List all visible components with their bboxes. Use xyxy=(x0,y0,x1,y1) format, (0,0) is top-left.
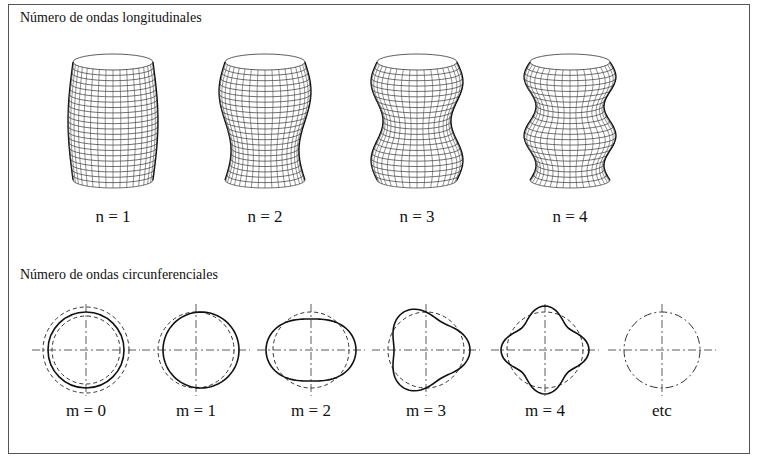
grid-line xyxy=(562,70,564,188)
center-line xyxy=(311,304,312,396)
grid-line xyxy=(230,67,239,185)
grid-line xyxy=(91,69,94,187)
grid-line xyxy=(113,70,114,188)
cylinder-top xyxy=(73,54,153,70)
cylinder-top xyxy=(377,54,457,70)
reference-circle xyxy=(52,316,120,384)
grid-line xyxy=(439,68,447,186)
mode-label: m = 2 xyxy=(291,402,331,421)
grid-line xyxy=(547,69,553,187)
ring-mode xyxy=(257,304,365,396)
mode-label: etc xyxy=(652,402,672,421)
grid-line xyxy=(105,70,107,188)
ring-modes xyxy=(32,304,716,396)
grid-line xyxy=(148,66,152,184)
center-line xyxy=(426,304,427,396)
grid-line xyxy=(277,70,281,188)
grid-line xyxy=(144,67,148,185)
deformed-ring xyxy=(48,312,124,388)
grid-line xyxy=(127,70,129,188)
frame xyxy=(9,5,750,454)
ring-mode xyxy=(142,304,250,396)
grid-line xyxy=(582,70,586,188)
grid-line xyxy=(139,68,142,186)
grid-line xyxy=(382,67,391,185)
grid-line xyxy=(603,63,615,181)
grid-line xyxy=(377,66,387,184)
ring-mode xyxy=(491,304,599,396)
grid-line xyxy=(222,65,233,183)
deformed-ring xyxy=(501,306,589,394)
cylinder-top xyxy=(225,54,305,70)
grid-line xyxy=(297,65,308,183)
cylinder-outline xyxy=(451,62,463,180)
grid-line xyxy=(570,70,571,188)
cylinder-mode xyxy=(68,54,158,188)
section-heading: Número de ondas longitudinales xyxy=(20,10,202,25)
reference-circle xyxy=(507,312,583,388)
cylinder-mode xyxy=(371,54,463,188)
deformed-ring xyxy=(163,312,239,388)
center-line xyxy=(196,304,197,396)
grid-line xyxy=(374,65,385,183)
grid-line xyxy=(423,70,425,188)
grid-line xyxy=(242,69,248,187)
mode-label: m = 4 xyxy=(525,402,565,421)
center-line xyxy=(545,304,546,396)
grid-line xyxy=(79,67,83,185)
mode-label: m = 1 xyxy=(176,402,216,421)
center-line xyxy=(662,304,663,396)
grid-line xyxy=(71,65,76,183)
grid-line xyxy=(271,70,273,188)
ring-mode xyxy=(32,304,140,396)
reference-circle xyxy=(158,312,234,388)
reference-circle xyxy=(624,312,700,388)
mode-label: n = 4 xyxy=(552,208,587,227)
grid-line xyxy=(133,69,136,187)
grid-line xyxy=(287,68,295,186)
grid-line xyxy=(84,68,87,186)
cylinder-outline xyxy=(604,62,616,180)
reference-circle xyxy=(43,307,129,393)
cylinder-outline xyxy=(299,62,311,180)
mode-label: n = 2 xyxy=(247,208,282,227)
grid-line xyxy=(257,70,259,188)
grid-line xyxy=(74,66,78,184)
cylinder-top xyxy=(530,54,610,70)
reference-circle xyxy=(388,312,464,388)
grid-line xyxy=(409,70,411,188)
grid-line xyxy=(119,70,121,188)
grid-line xyxy=(394,69,400,187)
mode-label: n = 1 xyxy=(95,208,130,227)
deformed-ring xyxy=(266,319,356,381)
mode-label: n = 3 xyxy=(399,208,434,227)
grid-line xyxy=(530,66,540,184)
cylinder-mode xyxy=(219,54,311,188)
grid-line xyxy=(535,67,544,185)
ring-mode xyxy=(608,304,716,396)
grid-line xyxy=(450,63,462,181)
grid-line xyxy=(282,69,288,187)
grid-line xyxy=(592,68,600,186)
mode-label: m = 3 xyxy=(406,402,446,421)
cylinder-modes xyxy=(68,54,616,188)
cylinder-mode xyxy=(524,54,616,188)
grid-line xyxy=(265,70,266,188)
grid-line xyxy=(554,70,558,188)
grid-line xyxy=(235,68,243,186)
center-line xyxy=(86,304,87,396)
section-heading: Número de ondas circunferenciales xyxy=(20,267,218,282)
grid-line xyxy=(429,70,433,188)
ring-mode xyxy=(372,304,480,396)
mode-label: m = 0 xyxy=(66,402,106,421)
grid-line xyxy=(576,70,578,188)
grid-line xyxy=(401,70,405,188)
grid-line xyxy=(417,70,418,188)
grid-line xyxy=(249,70,253,188)
cylinder-outline xyxy=(153,62,158,180)
grid-line xyxy=(98,70,100,188)
deformed-ring xyxy=(393,309,470,391)
